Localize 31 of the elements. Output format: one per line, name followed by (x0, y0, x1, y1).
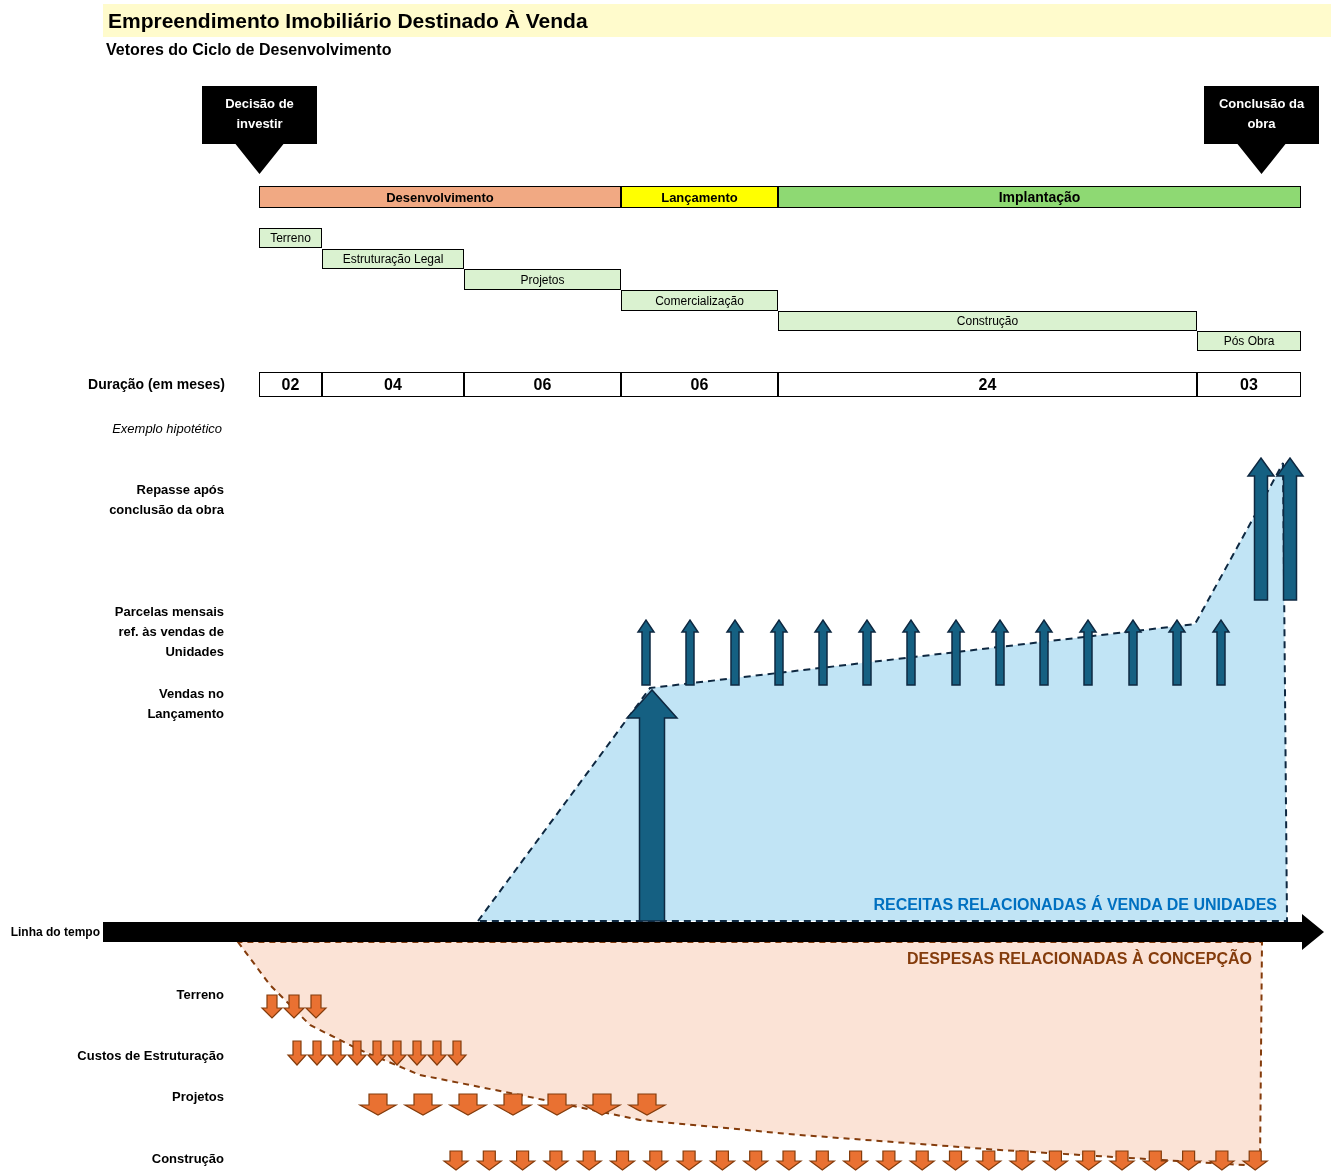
row-label: Duração (em meses) (87, 375, 225, 394)
duration-cell: 06 (464, 372, 621, 397)
row-label: Projetos (171, 1088, 224, 1106)
row-label: Vendas no Lançamento (146, 685, 224, 723)
area-label: DESPESAS RELACIONADAS À CONCEPÇÃO (906, 949, 1252, 969)
row-label: Repasse após conclusão da obra (108, 481, 224, 519)
duration-cell: 03 (1197, 372, 1301, 397)
activity-bar: Construção (778, 311, 1197, 331)
phase-bar: Implantação (778, 186, 1301, 208)
phase-bar: Lançamento (621, 186, 778, 208)
activity-bar: Terreno (259, 228, 322, 248)
title: Empreendimento Imobiliário Destinado À Venda (103, 4, 1331, 37)
row-label: Linha do tempo (9, 924, 100, 941)
activity-bar: Comercialização (621, 290, 778, 311)
duration-cell: 04 (322, 372, 464, 397)
phase-bar: Desenvolvimento (259, 186, 621, 208)
activity-bar: Projetos (464, 269, 621, 290)
activity-bar: Estruturação Legal (322, 249, 464, 269)
callout-arrow: Decisão de investir (202, 86, 317, 174)
row-label: Parcelas mensais ref. às vendas de Unidades (113, 603, 224, 661)
area-label: RECEITAS RELACIONADAS Á VENDA DE UNIDADES (872, 895, 1277, 915)
note: Exemplo hipotético (111, 420, 222, 438)
activity-bar: Pós Obra (1197, 331, 1301, 351)
duration-cell: 02 (259, 372, 322, 397)
row-label: Terreno (175, 986, 224, 1004)
subtitle: Vetores do Ciclo de Desenvolvimento (106, 40, 393, 60)
duration-cell: 24 (778, 372, 1197, 397)
duration-cell: 06 (621, 372, 778, 397)
callout-arrow: Conclusão da obra (1204, 86, 1319, 174)
row-label: Construção (150, 1150, 224, 1168)
row-label: Custos de Estruturação (76, 1047, 224, 1065)
